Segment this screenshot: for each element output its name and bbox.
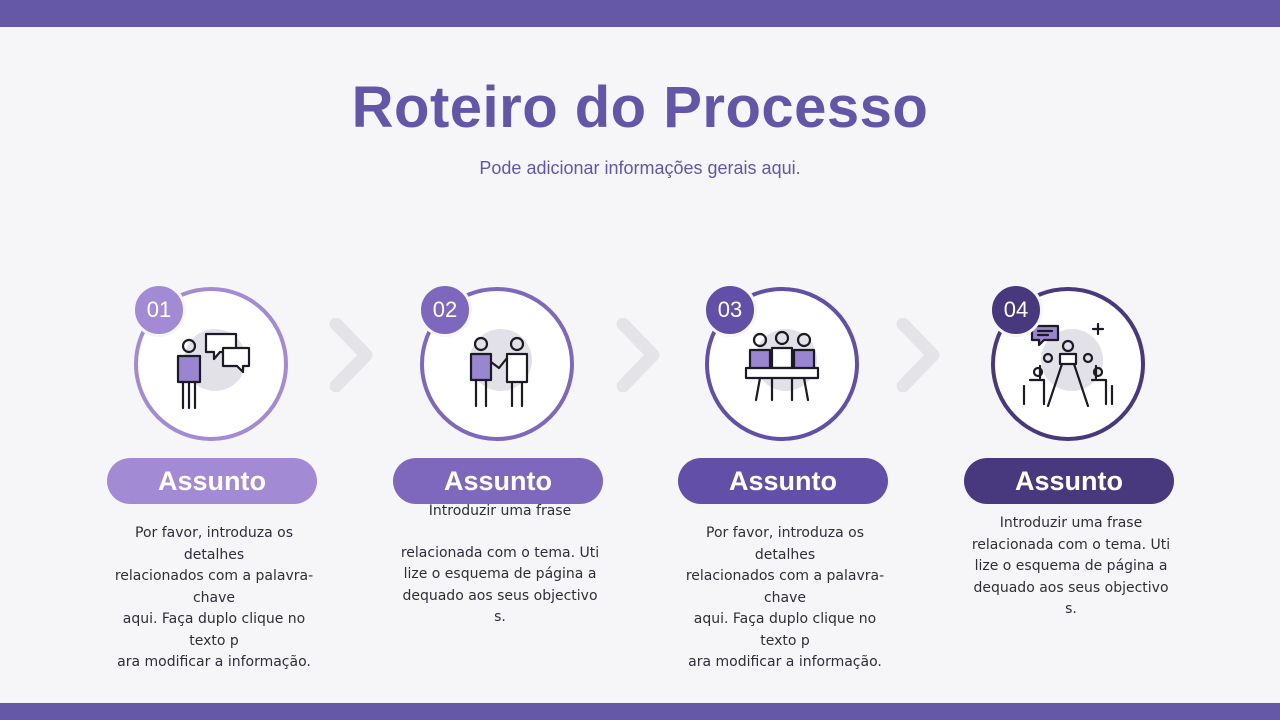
conference-room-icon — [1022, 322, 1114, 408]
page-title: Roteiro do Processo — [351, 75, 929, 140]
step-1-label: Assunto — [107, 458, 317, 504]
step-3-number-badge: 03 — [703, 283, 757, 337]
process-step-2: 02 Assunto Introduzir uma frase relacion… — [393, 283, 613, 645]
handshake-icon — [469, 336, 529, 408]
step-2-number-badge: 02 — [418, 283, 472, 337]
chevron-right-icon — [896, 318, 940, 392]
person-speech-bubbles-icon — [176, 332, 251, 410]
step-4-circle — [991, 287, 1145, 441]
process-step-1: 01 Assunto Por favor, introduza os detal… — [107, 283, 327, 670]
step-1-circle — [134, 287, 288, 441]
process-step-3: 03 Assunto Por favor, introduza os detal… — [678, 283, 898, 670]
top-bar — [0, 0, 1280, 27]
step-2-circle — [420, 287, 574, 441]
bottom-bar — [0, 703, 1280, 720]
process-step-4: 04 Assunto Introduzir uma frase relacion… — [964, 283, 1184, 645]
chevron-right-icon — [329, 318, 373, 392]
step-4-number-badge: 04 — [989, 283, 1043, 337]
chevron-right-icon — [616, 318, 660, 392]
meeting-table-icon — [744, 330, 820, 402]
step-1-description: Por favor, introduza os detalhes relacio… — [114, 525, 314, 670]
page-subtitle: Pode adicionar informações gerais aqui. — [479, 158, 801, 178]
step-4-description: Introduzir uma frase relacionada com o t… — [971, 515, 1171, 617]
step-2-description: Introduzir uma frase relacionada com o t… — [400, 503, 600, 625]
step-3-description: Por favor, introduza os detalhes relacio… — [685, 525, 885, 670]
step-3-label: Assunto — [678, 458, 888, 504]
step-2-label: Assunto — [393, 458, 603, 504]
step-1-number-badge: 01 — [132, 283, 186, 337]
step-4-label: Assunto — [964, 458, 1174, 504]
